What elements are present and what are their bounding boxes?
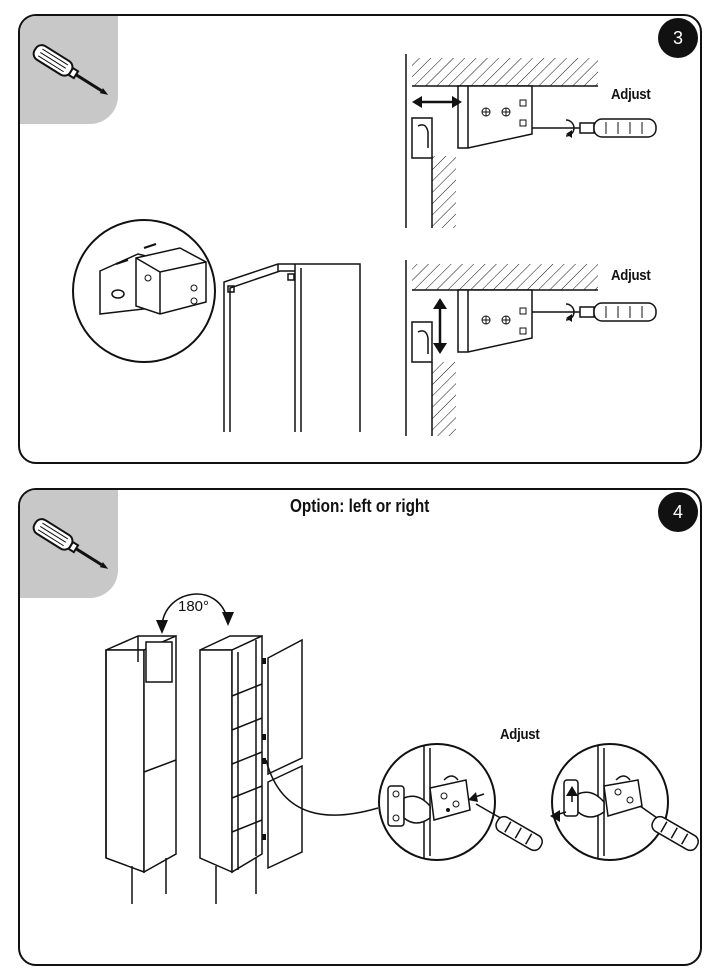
adjust-label-top: Adjust (611, 86, 651, 103)
adjust-label-bottom: Adjust (611, 267, 651, 284)
hinge-detail-circle-1 (378, 743, 496, 861)
bracket-detail-circle (72, 219, 216, 363)
hinge-detail-circle-2 (550, 743, 669, 861)
step-4-illustration (105, 593, 699, 904)
open-cabinet (199, 634, 303, 904)
screwdriver-icon (32, 44, 109, 95)
step-number-badge: 4 (658, 492, 698, 532)
step-number-badge: 3 (658, 18, 698, 58)
cabinet-outline (223, 263, 361, 432)
screwdriver-icon (32, 518, 109, 569)
screwdriver-2 (639, 805, 699, 852)
rotation-arrow (156, 593, 234, 634)
adjust-label: Adjust (500, 726, 540, 743)
callout-line (265, 759, 379, 816)
step-title: Option: left or right (290, 496, 430, 516)
tool-badge (20, 490, 118, 598)
step-3-panel: 3 (18, 14, 702, 464)
tool-badge (20, 16, 118, 124)
adjust-detail-horizontal (405, 54, 657, 228)
adjust-detail-vertical (405, 260, 657, 436)
step-4-panel: 4 Option: left or right (18, 488, 702, 966)
hinge-markers (262, 658, 266, 840)
screwdriver-1 (475, 803, 543, 852)
step-3-illustration (72, 54, 657, 436)
closed-cabinet (105, 634, 177, 904)
rotation-label: 180° (178, 598, 210, 615)
